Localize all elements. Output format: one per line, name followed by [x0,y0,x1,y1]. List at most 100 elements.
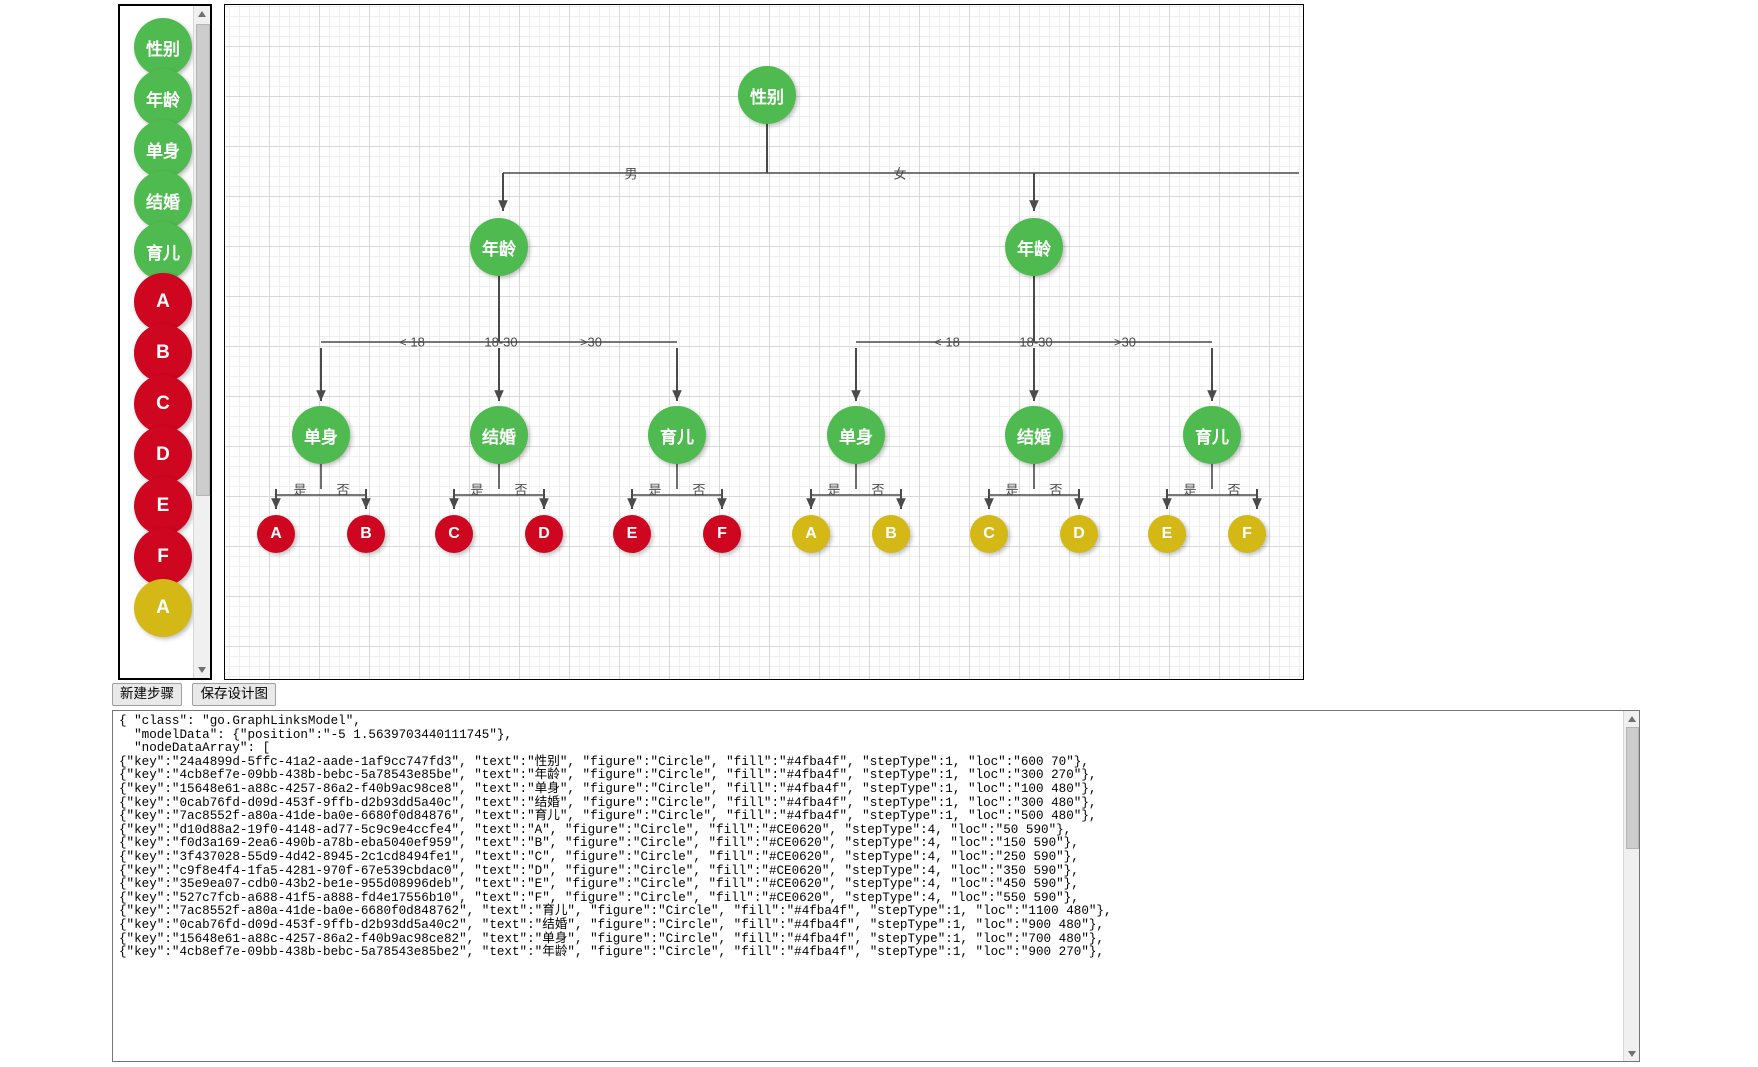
palette-item-label: F [157,546,169,567]
diagram-node-label: 单身 [839,427,873,447]
link-label-4: 18-30 [484,334,518,350]
diagram-node-mD[interactable]: D [525,515,563,553]
diagram-node-mB[interactable]: B [347,515,385,553]
diagram-links [271,124,1299,509]
palette-item-6[interactable]: A [134,273,192,331]
palette-item-label: E [156,495,170,516]
diagram-node-mC[interactable]: C [435,515,473,553]
link-label-17: 是 [1005,482,1019,498]
diagram-node-mF[interactable]: F [703,515,741,553]
link-label-20: 否 [1227,482,1241,498]
diagram-node-label: D [538,525,550,542]
diagram-node-root[interactable]: 性别 [738,66,796,124]
link-label-7: 18-30 [1019,334,1053,350]
diagram-node-age-m[interactable]: 年龄 [470,218,528,276]
link-label-18: 否 [1049,482,1063,498]
diagram-node-fF[interactable]: F [1228,515,1266,553]
diagram-node-label: A [270,525,282,542]
link-label-2: 女 [893,166,907,182]
diagram-canvas[interactable]: 性别年龄 年龄单身 结婚 育儿 单身 结婚 育儿 A B C D E F A B C D E F 男 女 < 18 18-… [224,4,1304,680]
palette-item-label: B [156,342,170,363]
diagram-node-label: 性别 [750,87,784,107]
link-label-3: < 18 [399,334,425,350]
diagram-node-label: F [1242,525,1252,542]
diagram-node-mE[interactable]: E [613,515,651,553]
link-label-8: >30 [1113,334,1137,350]
diagram-node-label: A [805,525,817,542]
diagram-node-label: B [360,525,372,542]
palette-item-3[interactable]: 单身 [134,120,192,178]
json-scrollbar[interactable] [1623,711,1639,1061]
diagram-node-label: 育儿 [660,427,694,447]
palette-item-7[interactable]: B [134,324,192,382]
palette-item-9[interactable]: D [134,426,192,484]
diagram-node-m-child[interactable]: 育儿 [648,406,706,464]
palette-item-11[interactable]: F [134,528,192,586]
link-label-13: 是 [648,482,662,498]
diagram-nodes: 性别年龄 年龄单身 结婚 育儿 单身 结婚 育儿 A B C D E F A B C D E F [225,5,1303,679]
palette-item-12[interactable]: A [134,579,192,637]
diagram-node-label: 育儿 [1195,427,1229,447]
palette-scroll-down-icon[interactable] [194,662,210,678]
link-label-9: 是 [293,482,307,498]
diagram-node-fE[interactable]: E [1148,515,1186,553]
link-label-15: 是 [827,482,841,498]
palette-scrollbar[interactable] [193,6,210,678]
diagram-node-label: B [885,525,897,542]
palette-item-8[interactable]: C [134,375,192,433]
palette-item-label: C [156,393,170,414]
diagram-node-fA[interactable]: A [792,515,830,553]
palette-item-label: 性别 [146,39,180,59]
palette-item-label: 育儿 [146,243,180,263]
diagram-node-label: E [626,525,638,542]
json-scroll-down-icon[interactable] [1624,1046,1639,1061]
diagram-node-label: C [448,525,460,542]
palette-item-label: 单身 [146,141,180,161]
new-step-button[interactable]: 新建步骤 [112,683,182,706]
diagram-node-f-child[interactable]: 育儿 [1183,406,1241,464]
diagram-node-label: D [1073,525,1085,542]
diagram-node-fD[interactable]: D [1060,515,1098,553]
diagram-node-m-single[interactable]: 单身 [292,406,350,464]
model-json-text[interactable]: { "class": "go.GraphLinksModel", "modelD… [119,714,1112,960]
diagram-node-label: E [1161,525,1173,542]
diagram-node-label: 结婚 [482,427,516,447]
toolbar: 新建步骤 保存设计图 [112,683,1312,707]
link-label-16: 否 [871,482,885,498]
palette-item-1[interactable]: 性别 [134,18,192,76]
json-scroll-up-icon[interactable] [1624,711,1639,726]
diagram-node-mA[interactable]: A [257,515,295,553]
diagram-node-label: 结婚 [1017,427,1051,447]
save-diagram-button[interactable]: 保存设计图 [192,683,276,706]
link-label-19: 是 [1183,482,1197,498]
palette-item-2[interactable]: 年龄 [134,69,192,127]
diagram-node-fC[interactable]: C [970,515,1008,553]
palette-item-4[interactable]: 结婚 [134,171,192,229]
diagram-node-label: 年龄 [1017,239,1051,259]
palette-scrollbar-thumb[interactable] [196,24,210,496]
link-label-11: 是 [470,482,484,498]
link-label-12: 否 [514,482,528,498]
palette-item-label: 结婚 [146,192,180,212]
diagram-node-label: F [717,525,727,542]
link-label-1: 男 [624,166,638,182]
diagram-node-age-f[interactable]: 年龄 [1005,218,1063,276]
diagram-node-f-married[interactable]: 结婚 [1005,406,1063,464]
palette-scroll-up-icon[interactable] [194,6,210,22]
palette-item-10[interactable]: E [134,477,192,535]
diagram-node-fB[interactable]: B [872,515,910,553]
palette-item-label: 年龄 [146,90,180,110]
palette-item-5[interactable]: 育儿 [134,222,192,280]
diagram-node-f-single[interactable]: 单身 [827,406,885,464]
palette-item-label: D [156,444,170,465]
model-json-panel[interactable]: { "class": "go.GraphLinksModel", "modelD… [112,710,1640,1062]
diagram-node-m-married[interactable]: 结婚 [470,406,528,464]
link-label-5: >30 [579,334,603,350]
link-label-6: < 18 [934,334,960,350]
json-scrollbar-thumb[interactable] [1626,727,1639,849]
link-label-10: 否 [336,482,350,498]
